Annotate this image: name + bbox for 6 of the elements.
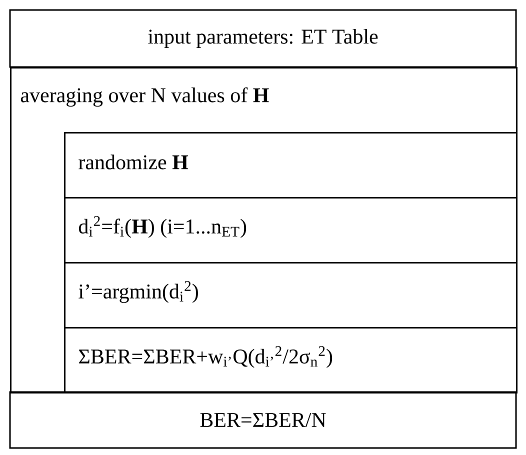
process-box: d$_{i}$$^{2}$=f$_{i}$(H) (i=1...n$_{ET}$) bbox=[64, 197, 518, 264]
process-box: ΣBER=ΣBER+w$_{i’}$Q(d$_{i’}$$^{2}$/2σ$_{n}$$^{2}$) bbox=[64, 327, 518, 394]
process-box: i’=argmin(d$_{i}$$^{2}$) bbox=[64, 262, 518, 328]
process-box: input parameters: ET Table bbox=[9, 9, 517, 68]
process-box: BER=ΣBER/N bbox=[9, 391, 517, 449]
process-box: randomize H bbox=[64, 132, 518, 198]
